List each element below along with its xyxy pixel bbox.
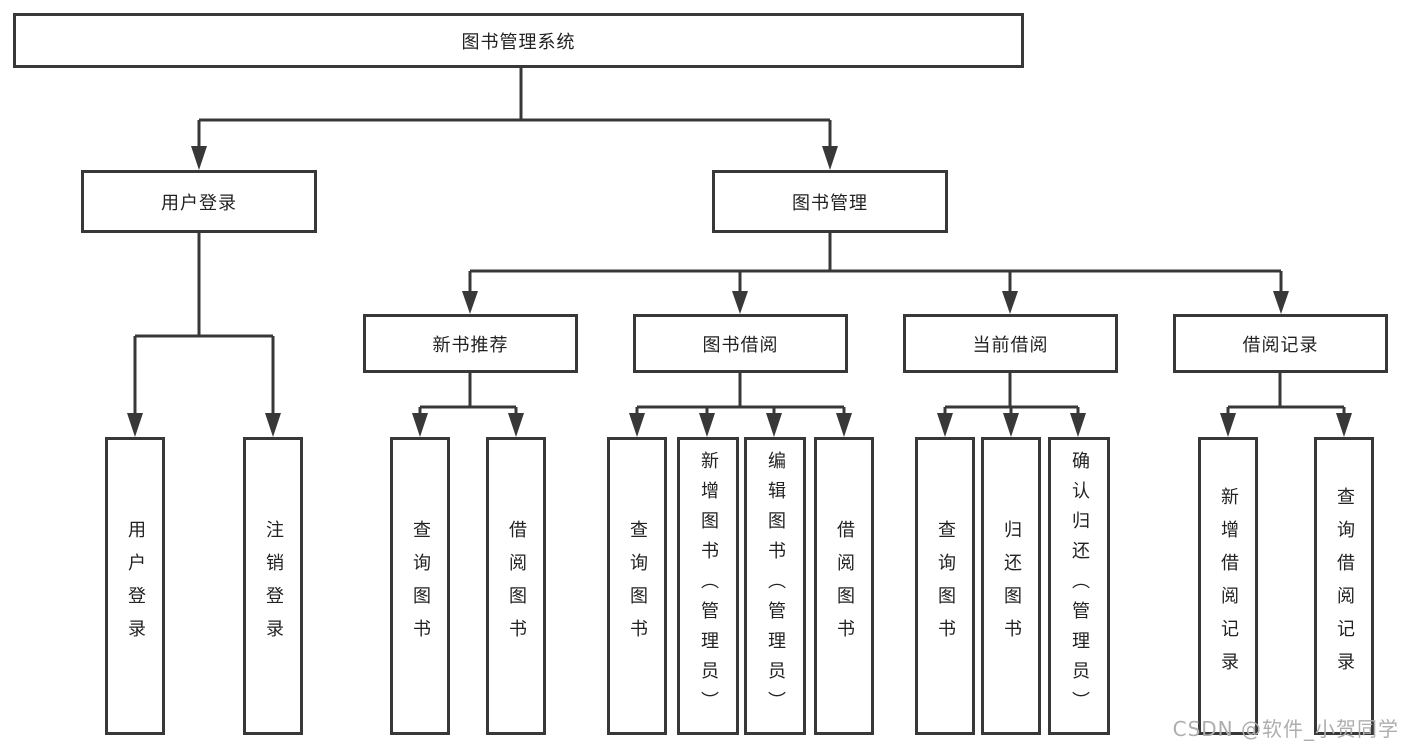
leaf-add-books-admin: 新增图书（管理员） [677,437,739,735]
leaf-logout: 注销登录 [243,437,303,735]
leaf-edit-books-admin: 编辑图书（管理员） [744,437,806,735]
arrowhead [127,413,143,437]
node-label: 归还图书 [1001,520,1022,652]
leaf-query-borrow-record: 查询借阅记录 [1314,437,1374,735]
arrowhead [1220,413,1236,437]
leaf-add-borrow-record: 新增借阅记录 [1198,437,1258,735]
arrowhead [629,413,645,437]
node-label: 用户登录 [125,520,146,652]
node-label: 图书管理 [792,192,868,214]
watermark: CSDN @软件_小贺同学 [1172,717,1399,741]
arrowhead [508,413,524,437]
arrowhead [937,413,953,437]
node-label: 借阅图书 [506,520,527,652]
arrowhead [766,413,782,437]
leaf-user-login: 用户登录 [105,437,165,735]
arrowhead [1002,291,1018,314]
node-book-management: 图书管理 [712,170,948,233]
node-label: 新书推荐 [432,334,509,356]
node-library-management-system: 图书管理系统 [13,13,1024,68]
node-label: 新增借阅记录 [1218,487,1239,685]
leaf-borrow-books: 借阅图书 [814,437,874,735]
arrowhead [836,413,852,437]
node-book-borrowing: 图书借阅 [633,314,848,373]
arrowhead [1070,413,1086,437]
leaf-query-books-current: 查询图书 [915,437,975,735]
arrowhead [412,413,428,437]
node-borrowing-records: 借阅记录 [1173,314,1388,373]
node-label: 当前借阅 [972,334,1049,356]
node-user-login: 用户登录 [81,170,317,233]
node-label: 用户登录 [161,192,237,214]
arrowhead [699,413,715,437]
leaf-query-books-recommend: 查询图书 [390,437,450,735]
node-label: 查询借阅记录 [1334,487,1355,685]
node-label: 图书管理系统 [461,31,576,53]
node-label: 查询图书 [935,520,956,652]
node-new-book-recommendation: 新书推荐 [363,314,578,373]
arrowhead [191,146,207,170]
node-label: 借阅图书 [834,520,855,652]
node-label: 查询图书 [410,520,431,652]
node-label: 确认归还（管理员） [1069,451,1090,721]
node-label: 注销登录 [263,520,284,652]
arrowhead [1336,413,1352,437]
node-label: 借阅记录 [1242,334,1319,356]
leaf-borrow-books-recommend: 借阅图书 [486,437,546,735]
leaf-query-books-borrow: 查询图书 [607,437,667,735]
node-label: 编辑图书（管理员） [765,451,786,721]
leaf-return-books: 归还图书 [981,437,1041,735]
node-current-borrowing: 当前借阅 [903,314,1118,373]
arrowhead [265,413,281,437]
arrowhead [1273,291,1289,314]
arrowhead [732,291,748,314]
leaf-confirm-return-admin: 确认归还（管理员） [1048,437,1110,735]
arrowhead [822,146,838,170]
arrowhead [462,291,478,314]
node-label: 图书借阅 [702,334,779,356]
node-label: 新增图书（管理员） [698,451,719,721]
arrowhead [1003,413,1019,437]
node-label: 查询图书 [627,520,648,652]
